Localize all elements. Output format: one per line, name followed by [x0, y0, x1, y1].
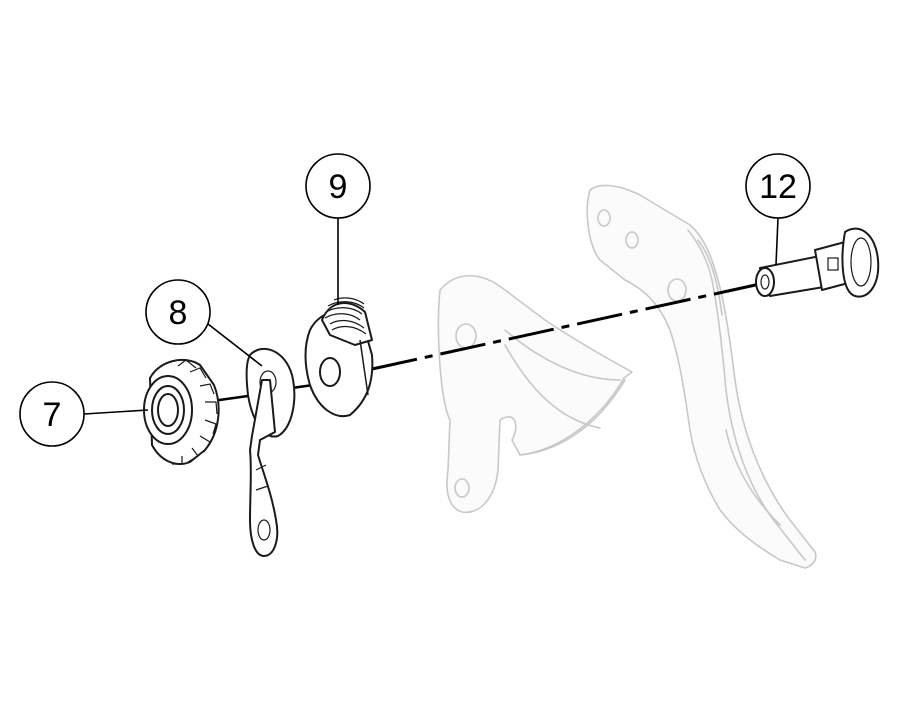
leader-line	[83, 409, 149, 415]
callout-label: 7	[43, 396, 62, 434]
leader-line	[207, 323, 263, 367]
callout-circle	[145, 279, 211, 345]
callout-12: 12	[745, 153, 811, 266]
callout-7: 7	[19, 381, 149, 447]
callout-9: 9	[305, 153, 371, 305]
part-12-pin	[755, 227, 880, 298]
part-8-washer-clip	[245, 347, 296, 557]
ghost-housing-right	[586, 184, 817, 569]
callout-8: 8	[145, 279, 263, 367]
callout-label: 12	[759, 168, 797, 206]
ghost-housing-left	[437, 275, 633, 514]
callout-label: 9	[329, 168, 348, 206]
part-9-cam-lever	[304, 297, 374, 418]
leader-line	[775, 217, 779, 266]
callout-label: 8	[169, 294, 188, 332]
part-7-knurled-knob	[143, 358, 220, 465]
